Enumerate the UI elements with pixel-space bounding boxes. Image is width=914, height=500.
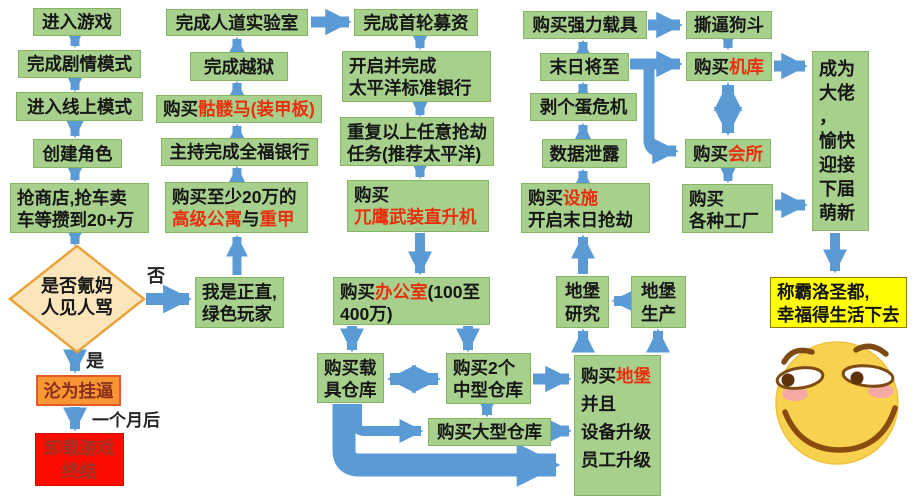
node-online-mode: 进入线上模式 [16, 92, 143, 121]
node-story-mode: 完成剧情模式 [18, 50, 141, 78]
flow-arrow-elbow [643, 68, 679, 165]
node-nightclub: 购买会所 [685, 139, 771, 168]
node-facility-suffix: 开启末日抢劫 [528, 210, 633, 230]
node-decision-krypton: 是否氪妈 人见人骂 [41, 276, 113, 318]
node-apartment-and: 与 [242, 209, 260, 229]
node-buzzard: 购买 兀鹰武装直升机 [347, 180, 489, 232]
node-fleeca-bank: 主持完成全福银行 [161, 138, 318, 166]
node-bunker-research: 地堡 研究 [556, 276, 609, 328]
node-office: 购买办公室(100至 400万) [333, 277, 490, 325]
node-skeleton-horse: 购买骷髅马(装甲板) [156, 95, 322, 123]
node-apartment-line1: 购买至少20万的 [172, 187, 297, 207]
smiley-face [775, 341, 899, 465]
node-doomsday: 末日将至 [540, 53, 629, 81]
node-nightclub-prefix: 购买 [693, 143, 728, 164]
node-bunker-highlight: 地堡 [616, 366, 651, 386]
node-bunker: 购买地堡 并且 设备升级 员工升级 [574, 355, 661, 496]
node-pacific-bank: 开启并完成 太平洋标准银行 [342, 51, 491, 102]
node-apartment-highlight1: 高级公寓 [172, 209, 242, 229]
decision-diamond [7, 244, 147, 354]
node-vehicle-warehouse: 购买载 具仓库 [317, 353, 384, 403]
node-repeat-heists: 重复以上任意抢劫 任务(推荐太平洋) [340, 117, 494, 166]
node-apartment: 购买至少20万的 高级公寓与重甲 [165, 182, 308, 233]
node-first-funding: 完成首轮募资 [354, 9, 478, 36]
node-hangar: 购买机库 [686, 52, 772, 81]
node-factories: 购买 各种工厂 [682, 184, 773, 233]
node-honest-player: 我是正直, 绿色玩家 [195, 277, 284, 328]
node-skeleton-horse-prefix: 购买 [163, 99, 199, 119]
node-office-prefix: 购买 [340, 282, 375, 302]
node-bunker-production: 地堡 生产 [631, 276, 686, 328]
node-powerful-vehicles: 购买强力载具 [523, 11, 647, 39]
node-large-warehouse: 购买大型仓库 [428, 418, 551, 446]
node-hang-loser: 沦为挂逼 [36, 375, 121, 406]
node-bunker-prefix: 购买 [581, 366, 616, 386]
label-yes: 是 [86, 351, 104, 371]
node-prison-break: 完成越狱 [190, 52, 288, 81]
label-one-month: 一个月后 [92, 411, 160, 430]
label-no: 否 [147, 266, 165, 286]
node-bogdan-crisis: 剥个蛋危机 [530, 93, 637, 121]
node-become-boss: 成为 大佬 ， 愉快 迎接 下届 萌新 [812, 51, 869, 231]
node-medium-warehouses: 购买2个 中型仓库 [446, 353, 531, 404]
node-apartment-highlight2: 重甲 [259, 209, 295, 229]
flow-arrow-elbow [352, 404, 424, 444]
node-humane-labs: 完成人道实验室 [166, 9, 308, 36]
node-office-highlight: 办公室 [375, 282, 428, 302]
node-dogfight: 撕逼狗斗 [686, 11, 772, 39]
node-enter-game: 进入游戏 [33, 8, 121, 36]
node-skeleton-horse-highlight: 骷髅马(装甲板) [198, 99, 315, 119]
node-uninstall: 卸载游戏 终结 [35, 433, 124, 486]
flow-arrow-thick [332, 404, 561, 487]
node-dominate: 称霸洛圣都, 幸福得生活下去 [770, 277, 907, 328]
node-hangar-prefix: 购买 [694, 56, 729, 77]
node-facility-prefix: 购买 [528, 188, 563, 208]
node-bunker-upgrades: 并且 设备升级 员工升级 [581, 394, 651, 470]
node-office-suffix: (100至 400万) [340, 282, 481, 324]
node-nightclub-highlight: 会所 [728, 143, 763, 164]
node-facility-highlight: 设施 [563, 188, 598, 208]
node-data-breach: 数据泄露 [542, 139, 627, 168]
node-buzzard-highlight: 兀鹰武装直升机 [354, 207, 477, 227]
node-buzzard-prefix: 购买 [354, 185, 389, 205]
node-facility: 购买设施 开启末日抢劫 [521, 183, 650, 233]
node-rob-grind: 抢商店,抢车卖 车等攒到20+万 [10, 183, 149, 233]
node-hangar-highlight: 机库 [729, 56, 764, 77]
node-create-character: 创建角色 [33, 139, 122, 168]
